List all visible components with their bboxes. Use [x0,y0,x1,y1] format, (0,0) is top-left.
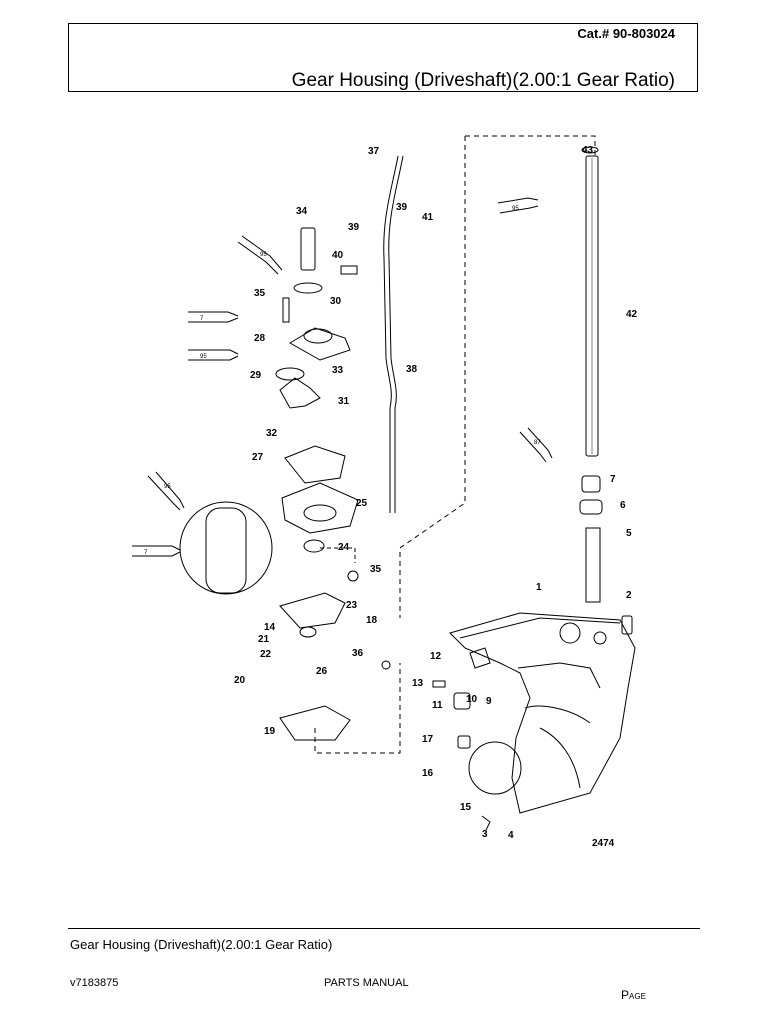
part-label: 39 [348,222,360,233]
sealant-label: 7 [144,550,148,556]
part-label: 17 [422,734,434,745]
part-label: 6 [620,500,626,511]
part-label: 2 [626,590,632,601]
part-label: 22 [260,649,272,660]
part-label: 21 [258,634,270,645]
part-label: 29 [250,370,262,381]
part-label: 41 [422,212,434,223]
sealant-label: 95 [512,206,519,212]
figure-number: 2474 [592,838,615,849]
part-label: 43 [582,145,594,156]
part-label: 16 [422,768,434,779]
part-label: 40 [332,250,344,261]
part-label: 42 [626,309,638,320]
footer-title: Gear Housing (Driveshaft)(2.00:1 Gear Ra… [70,937,333,952]
exploded-parts-diagram: 37 43 39 41 34 39 40 35 30 42 28 29 33 3… [120,128,660,868]
page-label: Page [621,988,646,1002]
part-label: 11 [432,700,443,711]
part-label: 9 [486,696,492,707]
part-label: 3 [482,829,488,840]
part-label: 32 [266,428,278,439]
header-box: Cat.# 90-803024 Gear Housing (Driveshaft… [68,23,698,92]
part-label: 39 [396,202,408,213]
manual-label: PARTS MANUAL [324,977,409,989]
part-label: 27 [252,452,264,463]
catalog-number: Cat.# 90-803024 [577,26,675,41]
part-label: 14 [264,622,276,633]
part-label: 31 [338,396,350,407]
part-label: 36 [352,648,364,659]
part-label: 37 [368,146,380,157]
part-label: 19 [264,726,276,737]
part-label: 25 [356,498,368,509]
part-label: 4 [508,830,514,841]
part-label: 7 [610,474,616,485]
part-label: 34 [296,206,308,217]
document-code: v7183875 [70,977,119,989]
part-label: 1 [536,582,542,593]
part-label: 26 [316,666,328,677]
part-label: 35 [254,288,266,299]
part-label: 23 [346,600,358,611]
part-label: 18 [366,615,378,626]
page-title: Gear Housing (Driveshaft)(2.00:1 Gear Ra… [291,70,675,91]
part-label: 5 [626,528,632,539]
sealant-label: 95 [164,484,171,490]
footer-divider [68,928,700,929]
part-label: 38 [406,364,418,375]
sealant-label: 95 [260,252,267,258]
part-label: 12 [430,651,442,662]
part-label: 10 [466,694,478,705]
part-label: 35 [370,564,382,575]
part-label: 13 [412,678,424,689]
part-label: 20 [234,675,246,686]
sealant-label: 7 [200,316,204,322]
part-label: 24 [338,542,350,553]
part-label: 33 [332,365,344,376]
part-label: 28 [254,333,266,344]
part-label: 30 [330,296,342,307]
part-label: 15 [460,802,472,813]
sealant-label: 95 [200,354,207,360]
sealant-label: 87 [534,440,541,446]
